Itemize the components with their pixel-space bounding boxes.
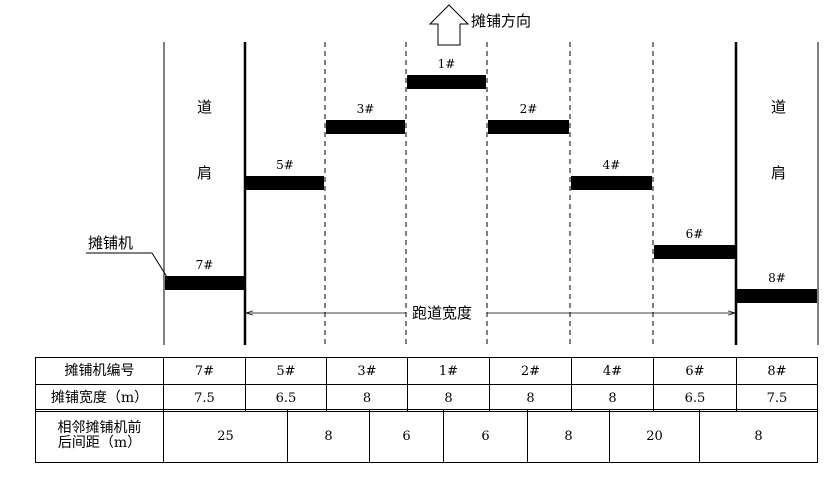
paver-id-cell: 7#: [163, 357, 246, 385]
left-shoulder-label-2: 肩: [197, 164, 212, 182]
paver-id-cell: 4#: [571, 357, 654, 385]
paver-id-row-label: 摊铺机编号: [35, 357, 164, 385]
paver-label: 1#: [438, 57, 456, 71]
left-shoulder-label-1: 道: [197, 98, 212, 116]
paving-layout-diagram: 摊铺方向 道 肩 道 肩 摊铺机 7# 5# 3# 1# 2# 4# 6# 8# 跑道宽度: [86, 4, 819, 345]
paver-id-row: 摊铺机编号 7# 5# 3# 1# 2# 4# 6# 8#: [35, 357, 818, 385]
paving-direction-label: 摊铺方向: [471, 12, 531, 30]
paver-spacing-cell: 8: [699, 409, 818, 463]
paving-width-cell: 8: [407, 384, 490, 412]
paver-spacing-table: 相邻摊铺机前 后间距（m） 25 8 6 6 8 20 8: [35, 409, 818, 463]
lane-joint-lines: [324, 42, 654, 345]
paver-spacing-label-line2: 后间距（m）: [57, 435, 142, 451]
paving-width-row-label: 摊铺宽度（m）: [35, 384, 164, 412]
paver-spacing-row: 相邻摊铺机前 后间距（m） 25 8 6 6 8 20 8: [35, 409, 818, 463]
paver-id-cell: 3#: [326, 357, 408, 385]
paving-width-row: 摊铺宽度（m） 7.5 6.5 8 8 8 8 6.5 7.5: [35, 384, 818, 412]
paver-bar: [654, 245, 735, 259]
paver-spacing-cell: 8: [287, 409, 370, 463]
paver-spec-table: 摊铺机编号 7# 5# 3# 1# 2# 4# 6# 8# 摊铺宽度（m） 7.…: [35, 357, 818, 412]
paver-label: 4#: [603, 158, 621, 172]
pavers-group: 7# 5# 3# 1# 2# 4# 6# 8#: [165, 57, 817, 303]
paver-label: 7#: [196, 258, 214, 272]
paving-width-cell: 8: [326, 384, 408, 412]
paver-spacing-cell: 8: [527, 409, 610, 463]
paver-label: 5#: [276, 158, 294, 172]
paver-bar: [571, 176, 652, 190]
paver-bar: [737, 289, 817, 303]
paver-spacing-cell: 25: [163, 409, 288, 463]
paver-spacing-label-line1: 相邻摊铺机前: [57, 420, 142, 436]
paver-spacing-row-label: 相邻摊铺机前 后间距（m）: [35, 409, 164, 463]
paving-width-cell: 7.5: [736, 384, 818, 412]
paving-width-cell: 8: [489, 384, 572, 412]
paver-label: 6#: [686, 227, 704, 241]
paving-direction-arrow-icon: [428, 4, 470, 46]
paver-spacing-cell: 6: [443, 409, 528, 463]
paver-bar: [165, 276, 244, 290]
paving-width-cell: 7.5: [163, 384, 246, 412]
paving-width-cell: 8: [571, 384, 654, 412]
paver-id-cell: 8#: [736, 357, 818, 385]
runway-width-label: 跑道宽度: [412, 304, 472, 322]
paver-id-cell: 2#: [489, 357, 572, 385]
paver-bar: [407, 75, 486, 89]
paver-label: 8#: [768, 271, 786, 285]
paver-id-cell: 5#: [245, 357, 327, 385]
paver-callout-pointer: [151, 252, 168, 278]
paver-label: 3#: [357, 102, 375, 116]
paver-bar: [246, 176, 324, 190]
paver-callout-label: 摊铺机: [88, 234, 133, 252]
paver-label: 2#: [520, 102, 538, 116]
right-shoulder-label-1: 道: [771, 98, 786, 116]
paver-spacing-cell: 6: [369, 409, 444, 463]
paver-bar: [326, 120, 405, 134]
paver-id-cell: 6#: [653, 357, 737, 385]
paver-id-cell: 1#: [407, 357, 490, 385]
paver-spacing-cell: 20: [609, 409, 700, 463]
right-shoulder-label-2: 肩: [771, 164, 786, 182]
paving-width-cell: 6.5: [653, 384, 737, 412]
paving-width-cell: 6.5: [245, 384, 327, 412]
paver-bar: [488, 120, 569, 134]
